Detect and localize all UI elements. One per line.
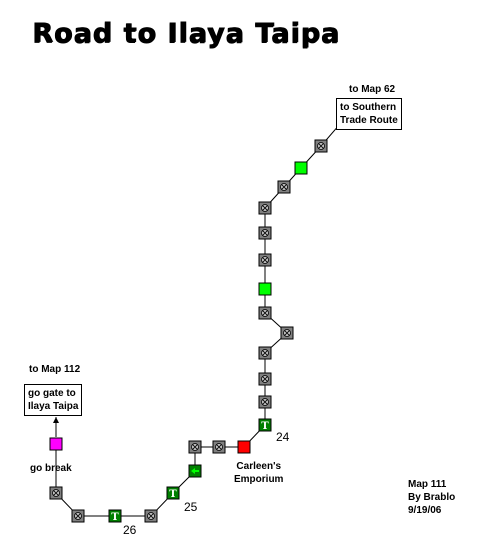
shop-label-line: Carleen's: [236, 461, 282, 472]
path-node[interactable]: [280, 326, 294, 340]
t-icon: T: [261, 421, 269, 432]
path-node[interactable]: [188, 440, 202, 454]
t-icon: T: [169, 489, 177, 500]
exit-box-line: Ilaya Taipa: [28, 401, 79, 412]
exit-box-line: to Southern: [340, 102, 397, 113]
teleport-node[interactable]: T: [166, 486, 180, 500]
exit-box-southern-trade-route[interactable]: to Southern Trade Route: [336, 98, 402, 130]
exit-box-line: Trade Route: [340, 115, 398, 126]
path-node[interactable]: [258, 306, 272, 320]
map-credits: Map 111 By Brablo 9/19/06: [408, 478, 455, 517]
path-node[interactable]: [258, 201, 272, 215]
path-node[interactable]: [258, 372, 272, 386]
path-nodes: [49, 139, 328, 523]
go-break-label: go break: [30, 463, 72, 474]
exit-heading-left: to Map 112: [29, 364, 81, 375]
path-node[interactable]: [144, 509, 158, 523]
shop-label: Carleen's Emporium: [234, 460, 283, 486]
arrow-left-icon: [191, 468, 199, 474]
page-title: Road to Ilaya Taipa: [32, 18, 341, 49]
teleport-node[interactable]: T: [258, 418, 272, 432]
exit-heading-top: to Map 62: [349, 84, 396, 95]
credit-date: 9/19/06: [408, 505, 442, 516]
shop-node[interactable]: [237, 440, 251, 454]
exit-box-ilaya-taipa[interactable]: go gate to Ilaya Taipa: [24, 384, 83, 416]
exit-box-line: go gate to: [28, 388, 76, 399]
route-path: [55, 123, 341, 517]
exit-arrow-icon: [53, 417, 59, 423]
gate-node[interactable]: [49, 437, 63, 451]
path-node[interactable]: [49, 486, 63, 500]
credit-map: Map 111: [408, 479, 447, 490]
path-node[interactable]: [258, 395, 272, 409]
step-number: 26: [123, 523, 137, 537]
step-number: 25: [184, 500, 198, 514]
checkpoint-node[interactable]: [294, 161, 308, 175]
checkpoint-node[interactable]: [258, 282, 272, 296]
path-node[interactable]: [258, 226, 272, 240]
path-node[interactable]: [314, 139, 328, 153]
path-node[interactable]: [258, 346, 272, 360]
t-icon: T: [111, 512, 119, 523]
path-node[interactable]: [212, 440, 226, 454]
credit-author: By Brablo: [408, 492, 456, 503]
path-node[interactable]: [277, 180, 291, 194]
path-node[interactable]: [258, 253, 272, 267]
path-node[interactable]: [71, 509, 85, 523]
shop-label-line: Emporium: [234, 474, 284, 485]
teleport-node[interactable]: T: [108, 509, 122, 523]
direction-node[interactable]: [188, 464, 202, 478]
step-number: 24: [276, 430, 290, 444]
